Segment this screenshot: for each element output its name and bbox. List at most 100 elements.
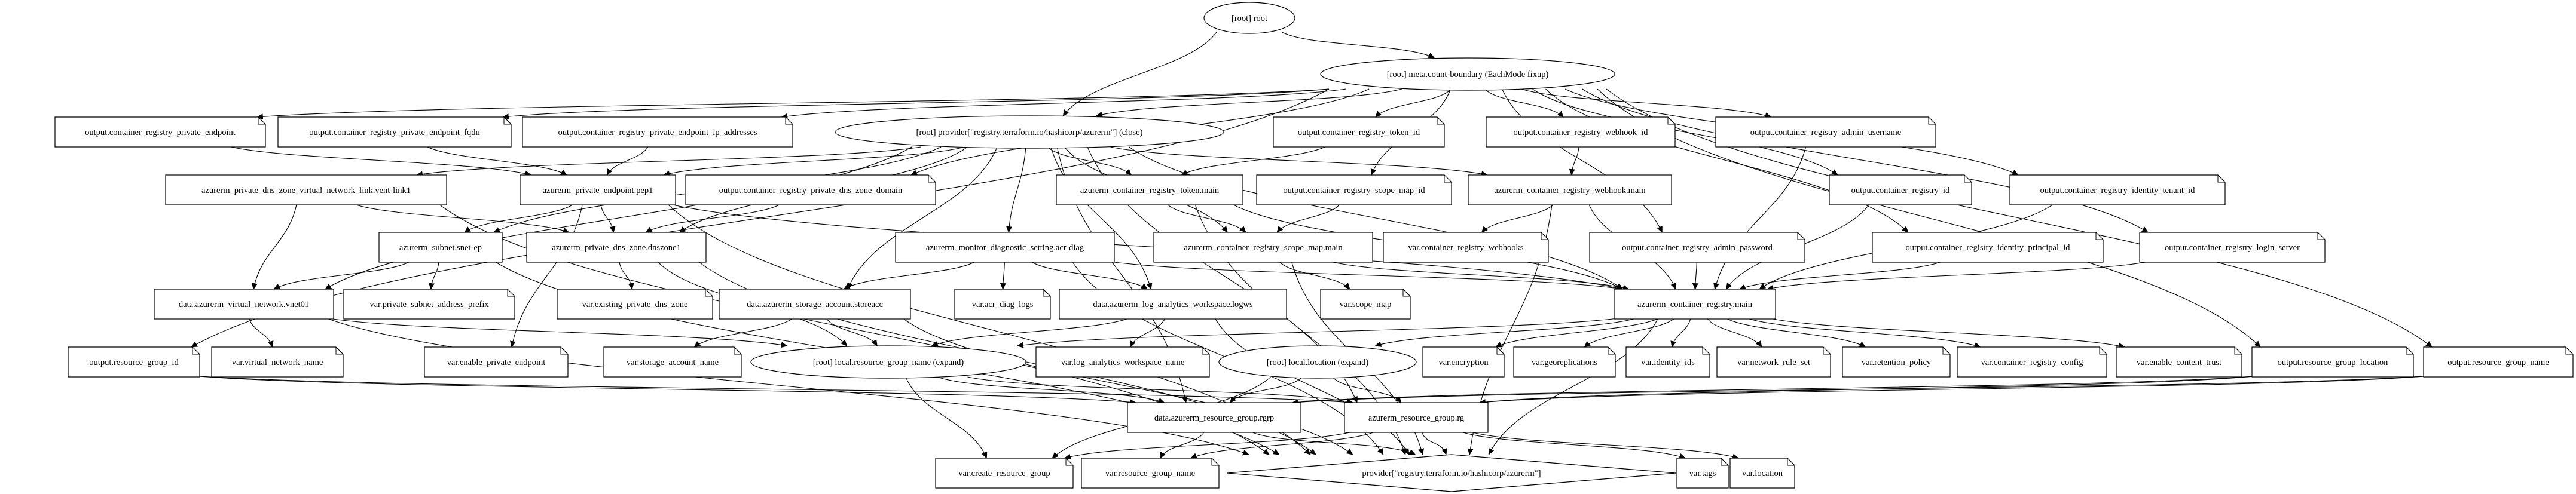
edge-meta-out_reg_id (1532, 88, 1838, 176)
node-label-dnszone1: azurerm_private_dns_zone.dnszone1 (552, 243, 680, 253)
edge-rg-var_tags (1459, 431, 1686, 459)
edge-meta-out_admin_user (1521, 88, 1772, 118)
node-var_create_rg: var.create_resource_group (935, 458, 1074, 489)
edge-registry_main-var_crc (1745, 317, 1981, 348)
node-out_dns_domain: output.container_registry_private_dns_zo… (685, 174, 936, 205)
edge-meta-out_principal_id (1545, 88, 1909, 233)
edge-registry_main-prov_diamond (1488, 317, 1659, 455)
edge-rg-var_rg_name (1190, 431, 1377, 459)
edge-rg-var_location (1468, 431, 1740, 459)
node-var_tags: var.tags (1676, 458, 1729, 489)
node-label-prov_close: [root] provider["registry.terraform.io/h… (916, 128, 1143, 137)
edge-meta-out_login_server (1582, 88, 2149, 233)
edge-registry_main-var_encryption (1495, 317, 1661, 348)
node-out_rg_name: output.resource_group_name (2423, 346, 2574, 378)
edge-out_webhook_id-webhook_main (1569, 145, 1579, 176)
edge-meta-out_admin_pw (1502, 88, 1663, 234)
edge-prov_close-pep1 (663, 146, 965, 177)
node-var_identity: var.identity_ids (1625, 346, 1710, 378)
node-label-var_scope_map: var.scope_map (1340, 300, 1392, 309)
node-dnszone1: azurerm_private_dns_zone.dnszone1 (526, 232, 707, 263)
node-label-snet_ep: azurerm_subnet.snet-ep (399, 243, 482, 253)
node-label-var_acr_diag_logs: var.acr_diag_logs (972, 300, 1034, 309)
node-label-prov_diamond: provider["registry.terraform.io/hashicor… (1362, 469, 1541, 478)
edge-local_location-rgrp (1229, 376, 1303, 403)
edge-prov_close-token_main (1047, 146, 1132, 176)
node-label-out_webhook_id: output.container_registry_webhook_id (1513, 128, 1648, 137)
node-label-out_admin_pw: output.container_registry_admin_password (1622, 243, 1773, 253)
node-label-out_pe_ip: output.container_registry_private_endpoi… (558, 128, 757, 137)
edge-out_rg_loc-rgrp (1291, 375, 2261, 406)
node-label-out_pe_fqdn: output.container_registry_private_endpoi… (309, 128, 480, 137)
node-label-pep1: azurerm_private_endpoint.pep1 (543, 186, 653, 195)
node-label-var_location: var.location (1742, 469, 1783, 478)
node-label-var_create_rg: var.create_resource_group (958, 469, 1050, 478)
node-label-out_reg_id: output.container_registry_id (1851, 186, 1950, 195)
edge-root-meta (1282, 32, 1435, 59)
edge-prov_close-webhook_main (1110, 146, 1488, 177)
node-out_pe_ip: output.container_registry_private_endpoi… (522, 116, 793, 148)
node-label-var_retention: var.retention_policy (1862, 358, 1932, 367)
edge-prov_close-vnet01 (325, 146, 912, 290)
node-out_tenant_id: output.container_registry_identity_tenan… (2009, 174, 2226, 205)
edge-storeacc-var_storage_name (693, 317, 794, 348)
edge-prov_close-registry_main (1129, 146, 1623, 290)
edge-meta-out_pe_fqdn (502, 88, 1330, 119)
node-var_encryption: var.encryption (1422, 346, 1505, 378)
edge-out_rg_name-rgrp (1291, 375, 2433, 406)
node-label-ventlink1: azurerm_private_dns_zone_virtual_network… (201, 186, 411, 195)
node-label-out_token_id: output.container_registry_token_id (1298, 128, 1420, 137)
edge-meta-prov_close (1096, 88, 1402, 118)
edge-registry_main-var_geo (1584, 317, 1676, 348)
node-webhook_main: azurerm_container_registry_webhook.main (1468, 174, 1672, 205)
edge-logws-local_rg_name (931, 317, 1130, 346)
node-label-logws: data.azurerm_log_analytics_workspace.log… (1093, 300, 1253, 309)
node-var_subnet_prefix: var.private_subnet_address_prefix (343, 289, 515, 320)
edge-rg-var_create_rg (1064, 431, 1355, 460)
edge-out_admin_user-registry_main (1713, 145, 1807, 290)
node-label-root: [root] root (1232, 14, 1267, 23)
edge-ventlink1-vnet01 (252, 203, 297, 290)
node-out_principal_id: output.container_registry_identity_princ… (1872, 232, 2104, 263)
edge-scope_map_main-var_scope_map (1278, 260, 1350, 290)
edge-out_principal_id-registry_main (1738, 260, 1944, 290)
edge-registry_main-var_retention (1725, 317, 1866, 348)
node-vnet01: data.azurerm_virtual_network.vnet01 (154, 289, 334, 320)
edge-out_dns_domain-dnszone1 (645, 203, 782, 233)
node-out_rg_id: output.resource_group_id (68, 346, 200, 378)
edge-prov_close-logws (1050, 146, 1153, 290)
edge-prov_close-acr_diag (1006, 146, 1026, 234)
node-acr_diag: azurerm_monitor_diagnostic_setting.acr-d… (895, 232, 1115, 263)
node-label-out_admin_user: output.container_registry_admin_username (1750, 128, 1901, 137)
edge-out_rg_id-rgrp (191, 375, 1137, 406)
node-label-rgrp: data.azurerm_resource_group.rgrp (1154, 413, 1274, 423)
node-label-var_logws_name: var.log_analytics_workspace_name (1061, 358, 1185, 367)
edge-local_rg_name-rgrp (937, 376, 1165, 404)
node-logws: data.azurerm_log_analytics_workspace.log… (1059, 289, 1287, 320)
node-layer: [root] root [root] meta.count-boundary (E… (54, 2, 2574, 492)
edge-ventlink1-dnszone1 (352, 203, 570, 234)
node-label-token_main: azurerm_container_registry_token.main (1080, 186, 1220, 195)
edge-scope_map_main-registry_main (1328, 260, 1630, 291)
edge-storeacc-prov_diamond (902, 317, 1353, 455)
node-rg: azurerm_resource_group.rg (1344, 402, 1489, 433)
edge-acr_diag-logws (1029, 260, 1148, 290)
node-out_admin_user: output.container_registry_admin_username (1715, 116, 1936, 148)
node-label-var_encryption: var.encryption (1438, 358, 1489, 367)
edge-meta-out_rg_name (1606, 88, 2433, 348)
node-var_storage_name: var.storage_account_name (603, 346, 742, 378)
edge-local_rg_name-rg (967, 376, 1354, 404)
node-label-meta: [root] meta.count-boundary (EachMode fix… (1387, 70, 1549, 79)
node-out_pe_fqdn: output.container_registry_private_endpoi… (277, 116, 512, 148)
node-var_location: var.location (1729, 458, 1795, 489)
edge-snet_ep-var_subnet_prefix (428, 260, 439, 290)
node-label-var_geo: var.georeplications (1532, 358, 1597, 367)
node-token_main: azurerm_container_registry_token.main (1056, 174, 1243, 205)
node-label-out_scope_map_id: output.container_registry_scope_map_id (1283, 186, 1425, 195)
node-label-webhook_main: azurerm_container_registry_webhook.main (1494, 186, 1646, 195)
edge-out_pe_fqdn-pep1 (424, 145, 567, 176)
edge-meta-out_token_id (1375, 88, 1452, 118)
edge-out_pe_ip-pep1 (606, 145, 649, 176)
node-label-acr_diag: azurerm_monitor_diagnostic_setting.acr-d… (926, 243, 1084, 253)
